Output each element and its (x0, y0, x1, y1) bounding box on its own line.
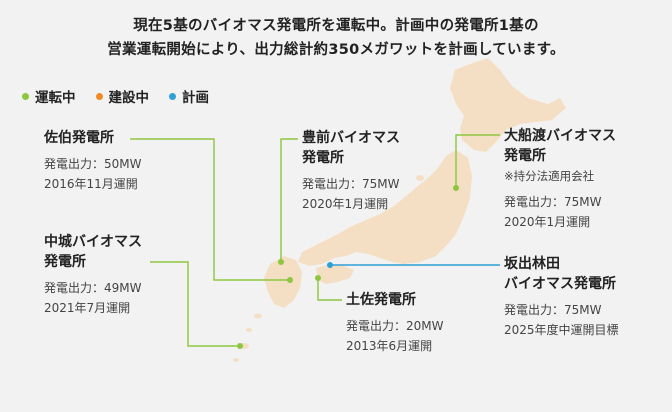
plant-name: 土佐発電所 (346, 292, 416, 308)
shikoku-shape (316, 264, 354, 284)
plant-name: 中城バイオマス (44, 234, 142, 250)
legend-item-operating: 運転中 (22, 86, 76, 106)
plant-details: 発電出力：49MW 2021年7月運開 (44, 278, 142, 318)
plant-sakaide: 坂出林田 バイオマス発電所 発電出力：75MW 2025年度中運開目標 (504, 254, 619, 340)
plant-output: 発電出力：50MW (44, 157, 142, 171)
marker-saeki (287, 277, 293, 283)
plant-name-line-2: 発電所 (302, 150, 344, 166)
hokkaido-shape (450, 58, 566, 152)
intro-text: 現在5基のバイオマス発電所を運転中。計画中の発電所1基の 営業運転開始により、出… (0, 14, 672, 62)
marker-tosa (315, 275, 321, 281)
plant-details: 発電出力：75MW 2025年度中運開目標 (504, 300, 619, 340)
plant-details: 発電出力：20MW 2013年6月運開 (346, 316, 444, 356)
plant-markers (237, 185, 459, 349)
plant-date: 2021年7月運開 (44, 301, 131, 315)
plant-date: 2020年1月運開 (504, 215, 591, 229)
marker-buzen (278, 259, 284, 265)
island-shape (254, 313, 262, 319)
leader-lines (130, 134, 500, 347)
planned-dot-icon (169, 92, 176, 100)
plant-name-line-2: 発電所 (504, 148, 546, 164)
legend-label-planned: 計画 (182, 90, 209, 106)
plant-date: 2013年6月運開 (346, 339, 433, 353)
plant-name-line-2: バイオマス発電所 (504, 276, 616, 292)
plant-output: 発電出力：75MW (504, 195, 602, 209)
leader-line-saeki (130, 138, 290, 281)
intro-line-1: 現在5基のバイオマス発電所を運転中。計画中の発電所1基の (133, 18, 539, 34)
honshu-shape (298, 150, 472, 266)
plant-saeki: 佐伯発電所 発電出力：50MW 2016年11月運開 (44, 128, 142, 194)
plant-details: 発電出力：75MW 2020年1月運開 (504, 192, 616, 232)
plant-name: 佐伯発電所 (44, 130, 114, 146)
plant-note: ※持分法適用会社 (504, 169, 595, 183)
marker-sakaide (327, 262, 333, 268)
marker-nakagusuku (237, 343, 243, 349)
plant-details: 発電出力：75MW 2020年1月運開 (302, 174, 400, 214)
plant-nakagusuku: 中城バイオマス 発電所 発電出力：49MW 2021年7月運開 (44, 232, 142, 318)
plant-tosa: 土佐発電所 発電出力：20MW 2013年6月運開 (346, 290, 444, 356)
operating-dot-icon (22, 92, 29, 100)
leader-line-nakagusuku (150, 261, 240, 347)
island-shape (416, 175, 424, 181)
leader-line-buzen (280, 138, 298, 262)
plant-date: 2020年1月運開 (302, 197, 389, 211)
plant-name: 坂出林田 (504, 256, 560, 272)
plant-output: 発電出力：20MW (346, 319, 444, 333)
island-shape (246, 328, 252, 332)
legend-item-planned: 計画 (169, 86, 209, 106)
legend-item-construction: 建設中 (95, 86, 150, 106)
intro-line-2: 営業運転開始により、出力総計約350メガワットを計画しています。 (107, 42, 565, 58)
japan-landmass (233, 58, 566, 362)
plant-name: 豊前バイオマス (302, 130, 400, 146)
plant-output: 発電出力：75MW (504, 303, 602, 317)
marker-ofunato (453, 185, 459, 191)
legend-label-operating: 運転中 (35, 90, 76, 106)
plant-ofunato: 大船渡バイオマス 発電所 ※持分法適用会社 発電出力：75MW 2020年1月運… (504, 126, 616, 232)
plant-name-line-2: 発電所 (44, 254, 86, 270)
kyushu-shape (264, 256, 302, 308)
plant-buzen: 豊前バイオマス 発電所 発電出力：75MW 2020年1月運開 (302, 128, 400, 214)
plant-date: 2025年度中運開目標 (504, 323, 619, 337)
plant-output: 発電出力：75MW (302, 177, 400, 191)
plant-output: 発電出力：49MW (44, 281, 142, 295)
legend: 運転中 建設中 計画 (22, 86, 209, 106)
plant-details: 発電出力：50MW 2016年11月運開 (44, 154, 142, 194)
plant-date: 2016年11月運開 (44, 177, 138, 191)
legend-label-construction: 建設中 (108, 90, 150, 106)
plant-name: 大船渡バイオマス (504, 128, 616, 144)
leader-line-tosa (317, 278, 342, 301)
construction-dot-icon (95, 92, 103, 100)
island-shape (233, 358, 239, 362)
leader-line-ofunato (455, 134, 500, 188)
